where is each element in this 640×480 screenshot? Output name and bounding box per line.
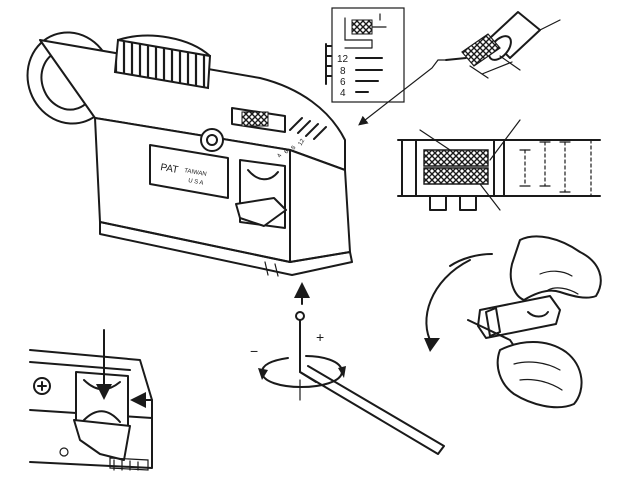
stripper-tool: 4 6 8 12 PAT TAIWAN U S A	[26, 31, 353, 277]
detail-top-edge	[29, 361, 131, 371]
depth-inset-frame	[331, 7, 405, 103]
pivot-screw-center	[206, 134, 218, 146]
stripped-cable	[445, 11, 561, 79]
cable-tail	[539, 19, 561, 31]
depth-label-6: 6	[340, 77, 346, 88]
hand-operation	[424, 235, 602, 409]
depth-setting-inset: 12 8 6 4	[325, 7, 405, 103]
upper-hand-fingers	[539, 270, 579, 295]
pivot-screw	[200, 128, 224, 152]
depth-inset-guides	[344, 13, 387, 41]
graduation-lines	[289, 117, 327, 140]
blade-knurl	[241, 111, 269, 127]
section-outline	[397, 139, 601, 197]
detail-base-teeth	[113, 459, 139, 471]
depth-label-8: 8	[340, 66, 346, 77]
depth-scale-ticks	[325, 45, 332, 77]
base-feet	[264, 261, 279, 277]
section-feet	[429, 195, 477, 211]
blade-mark-4: 4	[277, 152, 284, 159]
cable-dimension-lines	[469, 55, 521, 79]
label-origin: TAIWAN	[184, 168, 207, 178]
depth-label-12: 12	[337, 54, 349, 65]
depth-inset-blade	[351, 19, 373, 35]
tool-base	[99, 221, 353, 276]
small-tool-jaw	[527, 311, 549, 318]
detail-view	[29, 329, 153, 471]
lower-hand	[496, 341, 583, 409]
blade-mark-12: 12	[298, 138, 307, 147]
blade-cross-section	[397, 119, 601, 211]
rotation-arrowhead	[424, 338, 440, 352]
rotation-arrow-tail	[449, 253, 493, 267]
cable-braid	[461, 33, 501, 67]
leader-cable-to-tool	[358, 59, 447, 126]
detail-base-block	[109, 457, 149, 471]
clamp-lever	[235, 197, 287, 227]
section-walls	[415, 139, 505, 197]
rotation-arrow	[425, 259, 471, 345]
rotation-arrowhead-left	[258, 368, 268, 380]
section-blade-upper	[423, 149, 489, 167]
lower-hand-fingers	[513, 361, 563, 391]
rotation-arrowhead-right	[338, 366, 346, 378]
hex-key-minus: −	[250, 343, 258, 359]
label-brand: PAT	[159, 162, 179, 176]
hex-key-long-arm	[299, 365, 445, 455]
cable-conductor	[445, 57, 467, 61]
hex-key-plus: +	[316, 329, 324, 345]
depth-label-4: 4	[340, 88, 346, 99]
label-country: U S A	[188, 178, 204, 187]
blade-mark-8: 8	[291, 144, 298, 151]
blade-mark-6: 6	[284, 148, 291, 155]
section-blade-lower	[423, 167, 489, 185]
upper-hand	[509, 235, 602, 301]
hex-key-tip	[295, 311, 305, 321]
label-plate	[149, 144, 229, 199]
small-tool-ring	[485, 307, 501, 337]
rotation-ellipse	[261, 355, 343, 388]
thumb-grip-edge	[117, 34, 211, 57]
section-pointers	[419, 119, 521, 211]
thumb-grip	[113, 38, 212, 90]
detail-screw-slot	[37, 381, 47, 391]
depth-inset-step	[344, 39, 373, 49]
hex-key-adjustment: − +	[250, 282, 445, 455]
detail-rivet	[59, 447, 69, 457]
detail-clamp	[73, 419, 131, 461]
section-dimension-ticks	[519, 139, 597, 197]
